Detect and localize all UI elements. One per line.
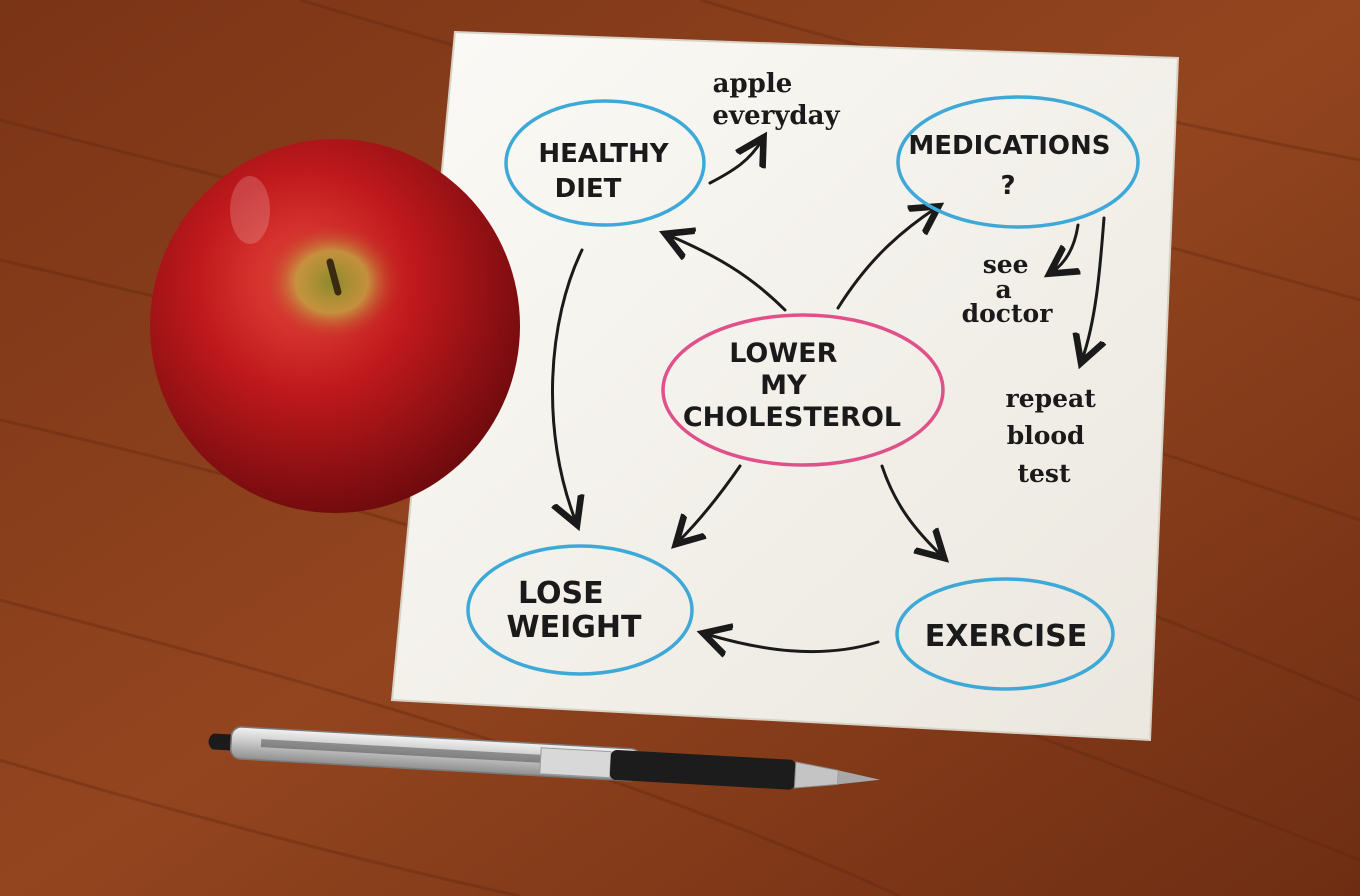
- healthy-diet-bubble: [504, 99, 706, 227]
- svg-text:LOWER MY CHOLESTEROL: LOWER MY CHOLESTEROL: [683, 338, 901, 433]
- svg-text:repeat blood test: repeat blood test: [1006, 384, 1105, 488]
- svg-text:MEDICATIONS ?: MEDICATIONS ?: [908, 131, 1119, 201]
- lose-weight-bubble: [466, 544, 694, 676]
- center-line-1: LOWER: [729, 338, 837, 369]
- medications-line-1: MEDICATIONS: [908, 131, 1110, 161]
- center-bubble: [661, 313, 945, 467]
- svg-text:EXERCISE: EXERCISE: [925, 619, 1088, 654]
- apple-note-line-1: apple: [713, 69, 793, 99]
- center-line-2: MY: [760, 370, 807, 401]
- lose-weight-line-2: WEIGHT: [507, 610, 642, 645]
- svg-text:LOSE WEIGHT: LOSE WEIGHT: [507, 576, 642, 645]
- apple: [150, 139, 520, 513]
- doctor-note-line-2: a: [996, 275, 1012, 304]
- blood-note-line-1: repeat: [1006, 384, 1097, 413]
- pen: [208, 726, 880, 790]
- arrows: [551, 140, 1104, 652]
- svg-text:HEALTHY DIET: HEALTHY DIET: [538, 139, 677, 204]
- doctor-note-line-3: doctor: [962, 299, 1054, 328]
- center-line-3: CHOLESTEROL: [683, 402, 901, 433]
- medications-bubble: [896, 95, 1140, 229]
- exercise-bubble: [895, 577, 1115, 691]
- doctor-note-line-1: see: [983, 250, 1029, 279]
- exercise-line-1: EXERCISE: [925, 619, 1088, 654]
- blood-note-line-2: blood: [1007, 421, 1085, 450]
- lose-weight-line-1: LOSE: [518, 576, 604, 611]
- healthy-diet-line-1: HEALTHY: [538, 139, 669, 169]
- blood-note-line-3: test: [1017, 459, 1071, 488]
- svg-text:apple everyday: apple everyday: [712, 69, 840, 131]
- apple-note-line-2: everyday: [712, 101, 840, 131]
- healthy-diet-line-2: DIET: [555, 174, 622, 204]
- medications-line-2: ?: [1000, 171, 1015, 201]
- svg-text:see a doctor: see a doctor: [962, 250, 1054, 328]
